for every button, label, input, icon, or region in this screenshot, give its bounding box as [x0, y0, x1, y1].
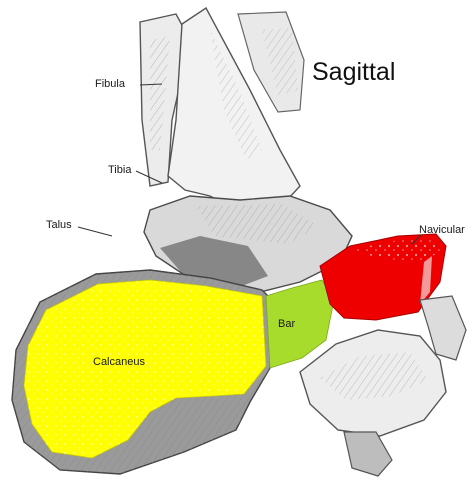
- tibia-label: Tibia: [108, 164, 131, 176]
- bar-label: Bar: [278, 318, 295, 330]
- view-title: Sagittal: [312, 58, 395, 87]
- navicular-label: Navicular: [419, 224, 465, 236]
- talus-leader: [78, 227, 112, 236]
- talus-label: Talus: [46, 219, 72, 231]
- fibula-label: Fibula: [95, 78, 125, 90]
- calcaneus-label: Calcaneus: [93, 356, 145, 368]
- metatarsal-fragment: [344, 432, 392, 476]
